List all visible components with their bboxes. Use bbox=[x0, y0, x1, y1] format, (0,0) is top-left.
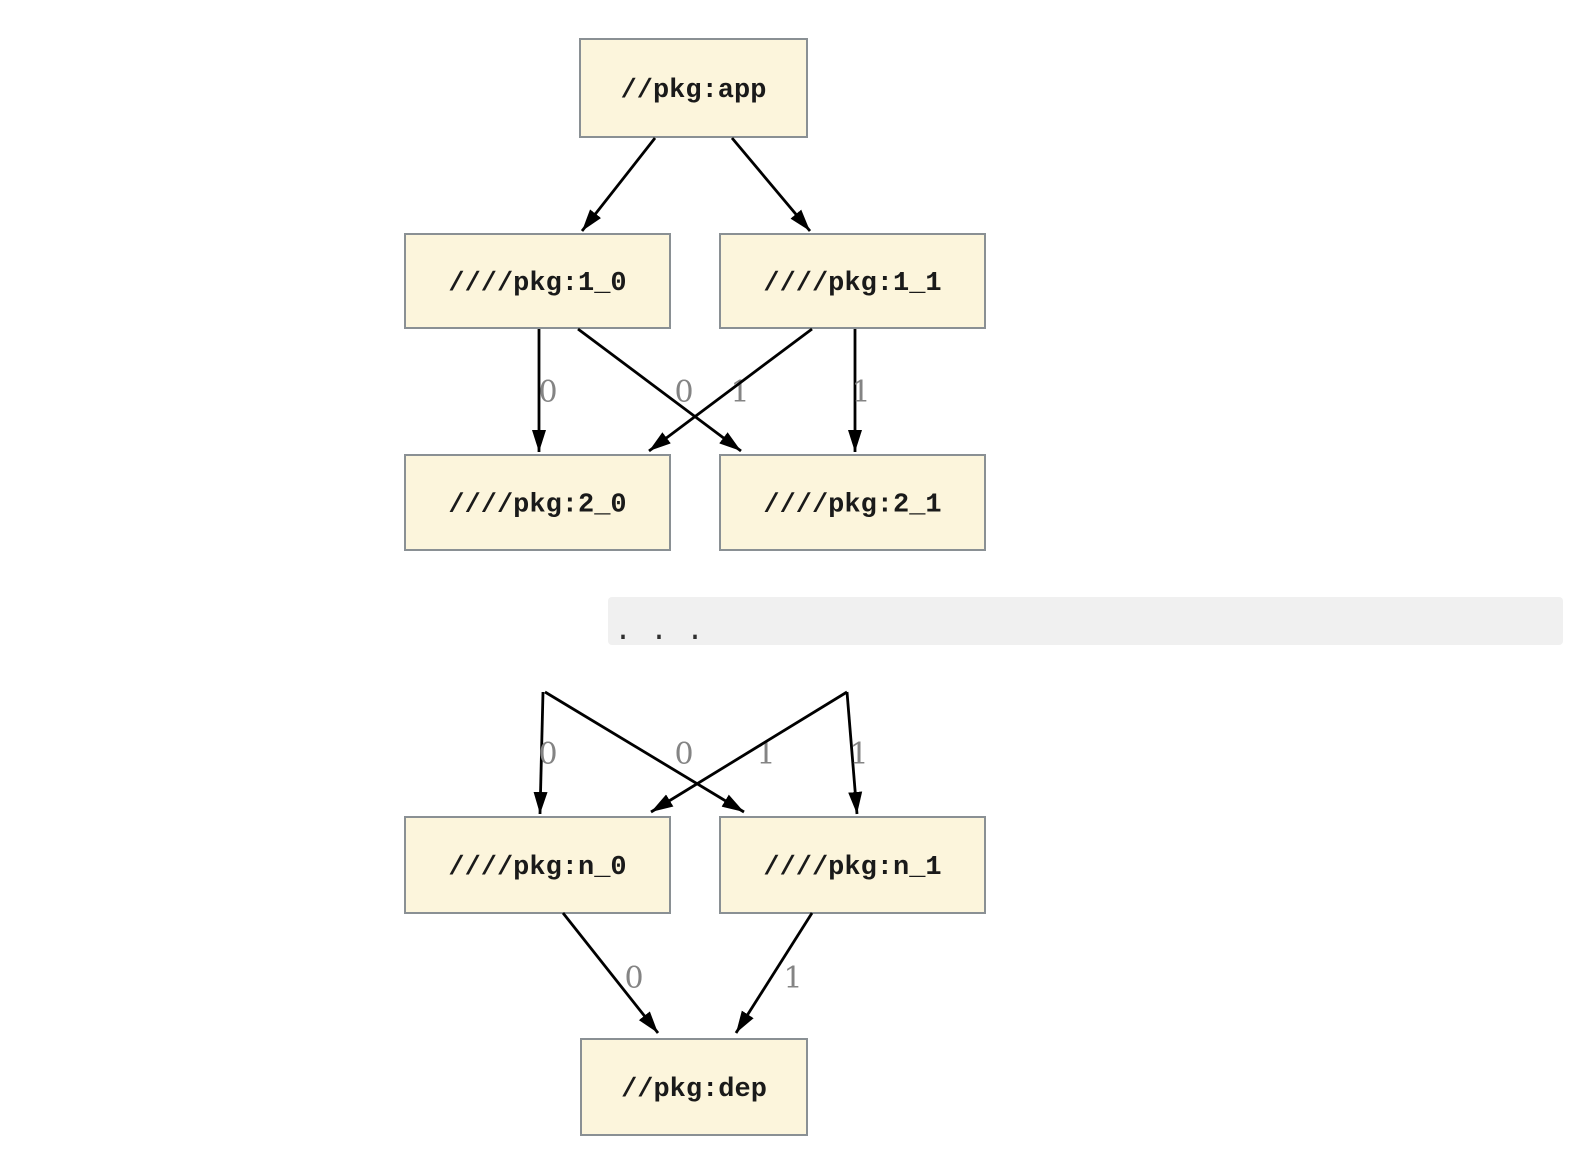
node-dep bbox=[580, 1038, 808, 1136]
edge-label-1_1-2_1: 1 bbox=[851, 375, 870, 410]
edge-app-1_1 bbox=[730, 137, 812, 232]
edge-ellipsis2-n_1 bbox=[845, 691, 863, 815]
node-n_1 bbox=[719, 816, 986, 914]
node-label-n_1: ////pkg:n_1 bbox=[763, 853, 941, 883]
edge-label-ellipsis-n_0: 0 bbox=[538, 737, 557, 772]
edge-label-ellipsis2-n_1: 1 bbox=[849, 737, 868, 772]
ellipsis-text: . . . bbox=[614, 615, 704, 649]
edge-label-1_1-2_0: 0 bbox=[674, 375, 693, 410]
edge-label-n_0-dep: 0 bbox=[624, 961, 643, 996]
node-label-1_0: ////pkg:1_0 bbox=[448, 269, 626, 299]
node-label-dep: //pkg:dep bbox=[621, 1075, 767, 1105]
node-label-1_1: ////pkg:1_1 bbox=[763, 269, 941, 299]
ellipsis-bar bbox=[608, 597, 1563, 645]
edge-1_1-2_0 bbox=[648, 327, 813, 453]
node-label-2_0: ////pkg:2_0 bbox=[448, 491, 626, 521]
node-1_0 bbox=[404, 233, 671, 329]
node-2_0 bbox=[404, 454, 671, 551]
edge-n_0-dep bbox=[561, 912, 660, 1034]
edge-ellipsis-n_0 bbox=[533, 691, 548, 815]
edge-ellipsis2-n_0 bbox=[650, 690, 848, 814]
edge-ellipsis-n_1 bbox=[544, 690, 745, 814]
edge-app-1_0 bbox=[580, 137, 657, 232]
node-label-app: //pkg:app bbox=[621, 76, 767, 106]
node-1_1 bbox=[719, 233, 986, 329]
edge-label-1_0-2_0: 0 bbox=[538, 375, 557, 410]
node-label-n_0: ////pkg:n_0 bbox=[448, 853, 626, 883]
node-app bbox=[579, 38, 808, 138]
edge-label-ellipsis2-n_0: 0 bbox=[674, 737, 693, 772]
edge-1_0-2_1 bbox=[577, 327, 742, 453]
node-label-2_1: ////pkg:2_1 bbox=[763, 491, 941, 521]
edge-n_1-dep bbox=[734, 912, 814, 1034]
node-2_1 bbox=[719, 454, 986, 551]
edge-label-n_1-dep: 1 bbox=[783, 961, 802, 996]
edge-label-1_0-2_1: 1 bbox=[730, 375, 749, 410]
node-n_0 bbox=[404, 816, 671, 914]
